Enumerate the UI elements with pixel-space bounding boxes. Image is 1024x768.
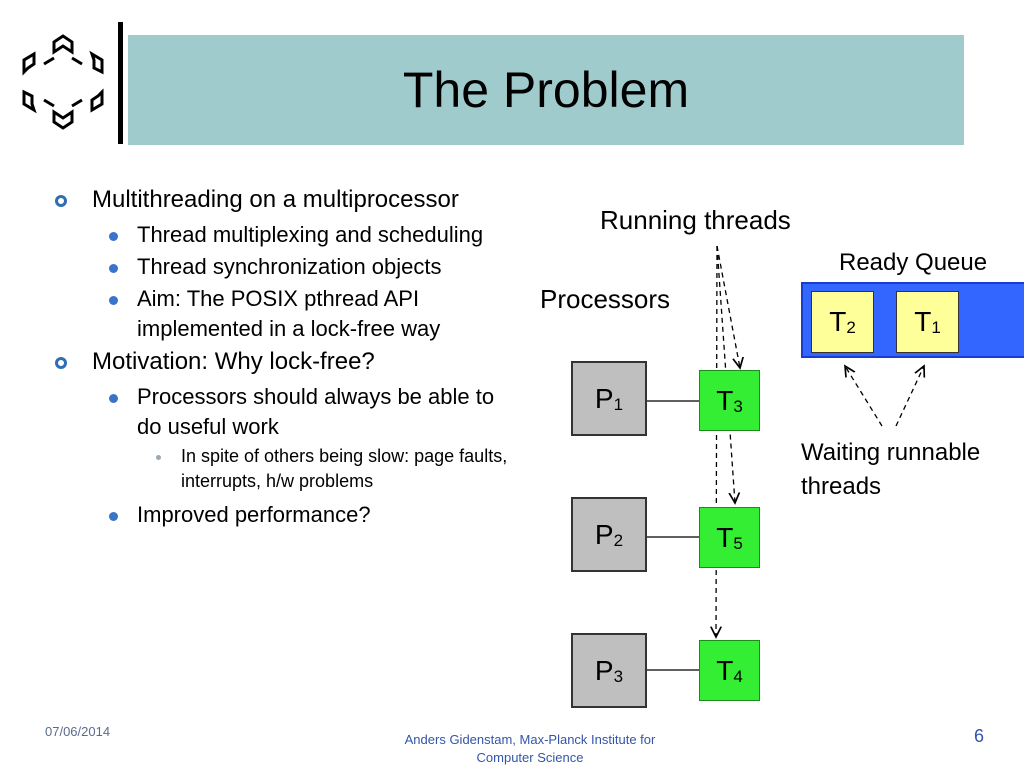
bullet-level1: Motivation: Why lock-free? xyxy=(52,346,512,378)
footer-author-line: Computer Science xyxy=(476,750,584,765)
ring-bullet-icon xyxy=(55,357,67,369)
processor-name: P xyxy=(594,654,614,686)
dot-bullet-icon xyxy=(109,512,118,521)
logo-divider xyxy=(118,22,123,144)
dot-bullet-icon xyxy=(109,264,118,273)
thread-subscript: 4 xyxy=(733,666,743,686)
processors-label: Processors xyxy=(540,284,671,314)
processor-subscript: 1 xyxy=(613,394,624,414)
bullet-level2: Thread multiplexing and scheduling xyxy=(52,220,512,250)
small-dot-bullet-icon xyxy=(156,455,161,460)
bullet-text: Improved performance? xyxy=(137,502,371,527)
bullet-level2: Improved performance? xyxy=(52,500,512,530)
thread-subscript: 5 xyxy=(733,533,743,553)
thread-subscript: 3 xyxy=(733,396,743,416)
ring-bullet-icon xyxy=(55,195,67,207)
dot-bullet-icon xyxy=(109,394,118,403)
thread-subscript: 2 xyxy=(846,318,856,337)
bullet-level2: Processors should always be able to do u… xyxy=(52,382,512,442)
thread-name: T xyxy=(829,306,847,337)
page-number: 6 xyxy=(974,726,985,746)
footer-author: Anders Gidenstam, Max-Planck Institute f… xyxy=(380,731,680,767)
slide-title: The Problem xyxy=(402,62,690,118)
thread-name: T xyxy=(914,306,932,337)
bullet-text: In spite of others being slow: page faul… xyxy=(181,446,508,491)
running-arrow xyxy=(716,245,717,637)
ready-queue-label: Ready Queue xyxy=(839,249,988,276)
waiting-arrow xyxy=(845,366,883,427)
bullet-text: Motivation: Why lock-free? xyxy=(92,348,375,375)
footer-date: 07/06/2014 xyxy=(45,724,111,739)
bullet-level2: Aim: The POSIX pthread API implemented i… xyxy=(52,284,512,344)
processor-subscript: 2 xyxy=(613,530,624,550)
waiting-label-line: Waiting runnable xyxy=(801,439,981,466)
processor-subscript: 3 xyxy=(613,666,624,686)
dot-bullet-icon xyxy=(109,296,118,305)
waiting-arrow xyxy=(895,366,924,427)
bullet-text: Thread multiplexing and scheduling xyxy=(137,222,484,247)
bullet-level3: In spite of others being slow: page faul… xyxy=(52,444,512,494)
thread-name: T xyxy=(716,384,734,416)
processor-name: P xyxy=(594,518,614,550)
processor-name: P xyxy=(594,382,614,414)
bullet-level2: Thread synchronization objects xyxy=(52,252,512,282)
footer-author-line: Anders Gidenstam, Max-Planck Institute f… xyxy=(404,732,656,747)
bullet-text: Processors should always be able to do u… xyxy=(137,384,495,439)
bullet-text: Multithreading on a multiprocessor xyxy=(92,186,459,213)
thread-name: T xyxy=(716,654,734,686)
dot-bullet-icon xyxy=(109,232,118,241)
title-band: The Problem xyxy=(128,35,964,145)
waiting-label-line: threads xyxy=(801,473,882,500)
thread-name: T xyxy=(716,521,734,553)
bullet-text: Aim: The POSIX pthread API implemented i… xyxy=(137,286,441,341)
bullet-list: Multithreading on a multiprocessor Threa… xyxy=(52,184,512,532)
bullet-level1: Multithreading on a multiprocessor xyxy=(52,184,512,216)
thread-subscript: 1 xyxy=(931,318,941,337)
waiting-threads-label: Waiting runnable threads xyxy=(801,436,980,504)
institute-logo-icon xyxy=(22,34,104,130)
bullet-text: Thread synchronization objects xyxy=(137,254,442,279)
running-arrow xyxy=(716,245,740,368)
running-threads-label: Running threads xyxy=(600,205,791,235)
